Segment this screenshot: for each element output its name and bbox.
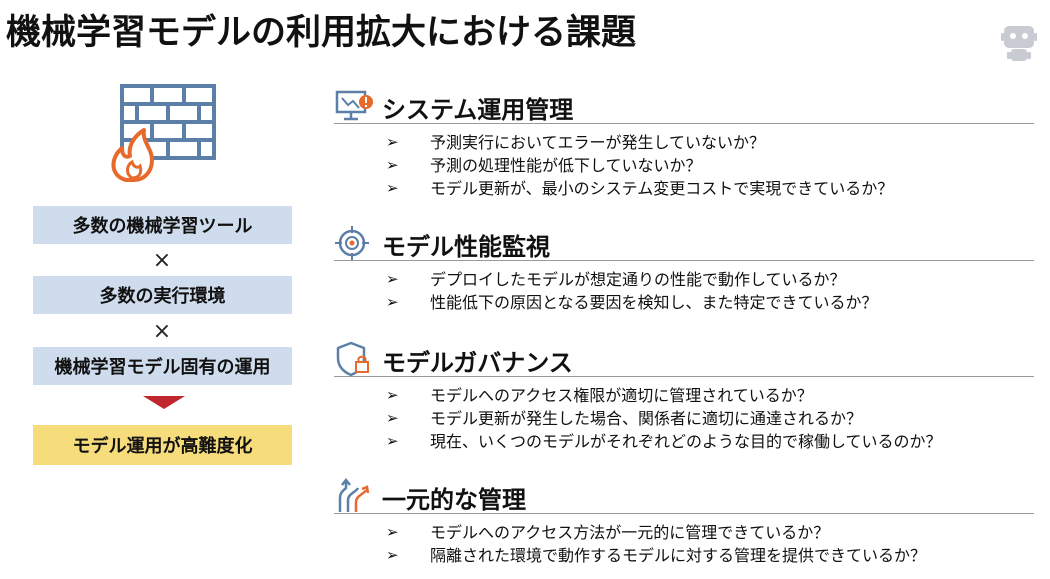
- list-item: ➢現在、いくつのモデルがそれぞれどのような目的で稼働しているのか？: [386, 432, 942, 451]
- list-item: ➢性能低下の原因となる要因を検知し、また特定できているか？: [386, 293, 878, 312]
- bullet-icon: ➢: [386, 270, 399, 288]
- item-list: ➢デプロイしたモデルが想定通りの性能で動作しているか？ ➢性能低下の原因となる要…: [334, 268, 1034, 314]
- bullet-icon: ➢: [386, 179, 399, 197]
- page-title: 機械学習モデルの利用拡大における課題: [6, 13, 637, 53]
- item-list: ➢予測実行においてエラーが発生していないか？ ➢予測の処理性能が低下していないか…: [334, 131, 1034, 200]
- list-item: ➢予測実行においてエラーが発生していないか？: [386, 133, 766, 152]
- bullet-icon: ➢: [386, 432, 399, 450]
- section-header: 一元的な管理: [334, 478, 1034, 514]
- item-list: ➢モデルへのアクセス方法が一元的に管理できているか？ ➢隔離された環境で動作する…: [334, 521, 1034, 567]
- bullet-icon: ➢: [386, 523, 399, 541]
- ml-tools-box: 多数の機械学習ツール: [33, 206, 292, 244]
- times-sign-2: ×: [152, 319, 172, 344]
- section-title: システム運用管理: [382, 96, 574, 124]
- bullet-icon: ➢: [386, 133, 399, 151]
- robot-logo-icon: [1001, 26, 1037, 61]
- bullet-icon: ➢: [386, 409, 399, 427]
- result-box: モデル運用が高難度化: [33, 425, 292, 465]
- section-model-monitoring: モデル性能監視 ➢デプロイしたモデルが想定通りの性能で動作しているか？ ➢性能低…: [334, 225, 1034, 314]
- section-central-management: 一元的な管理 ➢モデルへのアクセス方法が一元的に管理できているか？ ➢隔離された…: [334, 478, 1034, 567]
- list-item: ➢モデルへのアクセス方法が一元的に管理できているか？: [386, 523, 830, 542]
- firewall-icon: [111, 84, 216, 182]
- section-system-ops: システム運用管理 ➢予測実行においてエラーが発生していないか？ ➢予測の処理性能…: [334, 88, 1034, 200]
- list-item: ➢予測の処理性能が低下していないか？: [386, 156, 702, 175]
- bullet-icon: ➢: [386, 293, 399, 311]
- list-item: ➢モデルへのアクセス権限が適切に管理されているか？: [386, 386, 813, 405]
- section-header: モデル性能監視: [334, 225, 1034, 261]
- section-model-governance: モデルガバナンス ➢モデルへのアクセス権限が適切に管理されているか？ ➢モデル更…: [334, 341, 1034, 453]
- arrow-down-icon: [143, 396, 185, 409]
- exec-env-box: 多数の実行環境: [33, 276, 292, 314]
- shield-lock-icon: [336, 341, 369, 377]
- bullet-icon: ➢: [386, 546, 399, 564]
- list-item: ➢デプロイしたモデルが想定通りの性能で動作しているか？: [386, 270, 846, 289]
- ml-operation-box: 機械学習モデル固有の運用: [33, 347, 292, 385]
- bullet-icon: ➢: [386, 156, 399, 174]
- section-title: 一元的な管理: [382, 486, 526, 514]
- target-icon: [335, 226, 369, 260]
- item-list: ➢モデルへのアクセス権限が適切に管理されているか？ ➢モデル更新が発生した場合、…: [334, 384, 1034, 453]
- section-title: モデル性能監視: [382, 233, 550, 261]
- section-header: システム運用管理: [334, 88, 1034, 124]
- list-item: ➢モデル更新が、最小のシステム変更コストで実現できているか？: [386, 179, 894, 198]
- bullet-icon: ➢: [386, 386, 399, 404]
- monitor-alert-icon: [335, 90, 373, 121]
- merge-arrows-icon: [338, 478, 370, 512]
- list-item: ➢隔離された環境で動作するモデルに対する管理を提供できているか？: [386, 546, 927, 565]
- times-sign-1: ×: [152, 248, 172, 273]
- section-title: モデルガバナンス: [382, 349, 573, 377]
- section-header: モデルガバナンス: [334, 341, 1034, 377]
- list-item: ➢モデル更新が発生した場合、関係者に適切に通達されるか？: [386, 409, 863, 428]
